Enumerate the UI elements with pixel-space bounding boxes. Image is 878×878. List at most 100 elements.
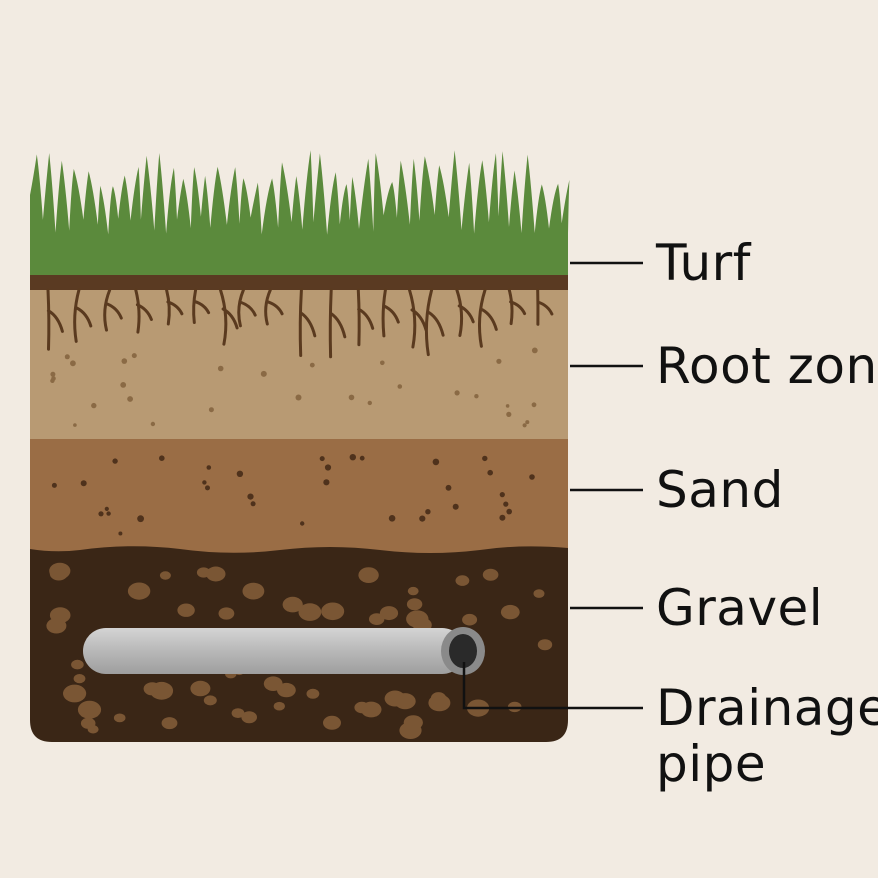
- drainage-pipe-leader-line: [462, 662, 643, 710]
- gravel-stone: [358, 567, 379, 583]
- drainage-pipe-label-line2: pipe: [656, 735, 767, 793]
- sand-grain: [359, 455, 365, 461]
- drainage-pipe-label-line1: Drainage: [656, 679, 878, 737]
- sand-grain: [106, 511, 111, 516]
- sand-grains: [51, 454, 535, 536]
- gravel-stone: [161, 717, 178, 730]
- gravel-stone: [46, 618, 67, 634]
- gravel-stone: [407, 586, 419, 596]
- soil-grain: [348, 394, 355, 401]
- gravel-stone: [159, 571, 171, 580]
- gravel-stone: [482, 568, 499, 581]
- root: [507, 288, 527, 326]
- gravel-stone: [406, 598, 423, 611]
- soil-grain: [131, 353, 137, 359]
- sand-grain: [202, 480, 207, 485]
- sand-grain: [529, 474, 535, 480]
- sand-grain: [159, 455, 165, 462]
- sand-grain: [206, 465, 212, 470]
- gravel-stone: [282, 596, 303, 613]
- gravel-label: Gravel: [656, 579, 824, 637]
- gravel-stone: [306, 688, 320, 699]
- gravel-stone: [242, 582, 265, 600]
- soil-grain: [454, 390, 460, 396]
- root: [381, 288, 400, 338]
- sand-grain: [419, 515, 426, 522]
- gravel-stone: [533, 589, 545, 598]
- root: [455, 288, 475, 337]
- gravel-stone: [206, 566, 226, 582]
- gravel-stone: [428, 694, 451, 712]
- gravel-stone: [73, 674, 86, 684]
- sand-grain: [482, 455, 488, 462]
- root: [237, 288, 257, 328]
- gravel-stone: [455, 575, 470, 586]
- soil-grain: [295, 394, 302, 401]
- root: [536, 288, 554, 326]
- sand-grain: [506, 508, 512, 515]
- soil-grain: [496, 358, 502, 364]
- soil-grain: [474, 394, 479, 399]
- gravel-stone: [127, 582, 151, 600]
- root-zone-grains: [50, 347, 538, 428]
- gravel-stone: [113, 713, 126, 723]
- soil-grain: [208, 407, 214, 413]
- sand-grain: [236, 470, 244, 477]
- soil-grain: [127, 396, 133, 402]
- gravel-stone: [500, 604, 520, 620]
- gravel-stone: [203, 695, 217, 706]
- sand-grain: [487, 469, 494, 476]
- sand-grain: [137, 515, 145, 523]
- soil-grain: [70, 360, 76, 367]
- sand-grain: [104, 506, 109, 511]
- root-zone-layer: [30, 288, 568, 439]
- soil-grain: [217, 365, 224, 372]
- sand-grain: [80, 480, 87, 487]
- root: [219, 288, 239, 346]
- sand-grain: [205, 485, 210, 491]
- sand-grain: [499, 514, 506, 521]
- soil-grain: [531, 402, 537, 408]
- soil-grain: [51, 376, 56, 381]
- sand-grain: [349, 454, 356, 461]
- sand-grain: [425, 509, 431, 515]
- root: [356, 288, 375, 347]
- sand-grain: [503, 501, 509, 507]
- gravel-stone: [196, 567, 211, 578]
- root-zone-label: Root zon: [656, 337, 878, 395]
- root: [298, 288, 317, 357]
- gravel-stone: [360, 701, 382, 718]
- gravel-stone: [190, 680, 211, 697]
- gravel-stone: [150, 681, 174, 700]
- soil-grain: [150, 421, 156, 427]
- gravel-stone: [379, 606, 399, 621]
- sand-grain: [445, 484, 452, 491]
- root: [73, 288, 93, 343]
- sand-grain: [98, 511, 104, 517]
- gravel-stone: [537, 639, 553, 651]
- sand-grain: [452, 503, 459, 510]
- gravel-stone: [323, 715, 341, 730]
- soil-grain: [506, 411, 512, 417]
- gravel-stone: [369, 613, 385, 625]
- gravel-stone: [63, 684, 87, 703]
- soil-grain: [73, 423, 77, 427]
- gravel-stone: [394, 693, 416, 710]
- gravel-stone: [263, 676, 283, 691]
- gravel-stone: [71, 659, 84, 670]
- soil-grain: [522, 423, 527, 428]
- leader-lines: [462, 261, 643, 710]
- root: [46, 288, 64, 351]
- sand-grain: [499, 492, 505, 498]
- sand-grain: [300, 521, 305, 526]
- root: [134, 288, 153, 334]
- soil-grain: [121, 358, 128, 364]
- roots: [46, 288, 554, 359]
- root: [424, 288, 445, 357]
- root: [192, 288, 211, 324]
- gravel-stone: [80, 717, 96, 729]
- soil-grain: [120, 382, 127, 388]
- root: [103, 288, 123, 332]
- gravel-stone: [406, 610, 429, 628]
